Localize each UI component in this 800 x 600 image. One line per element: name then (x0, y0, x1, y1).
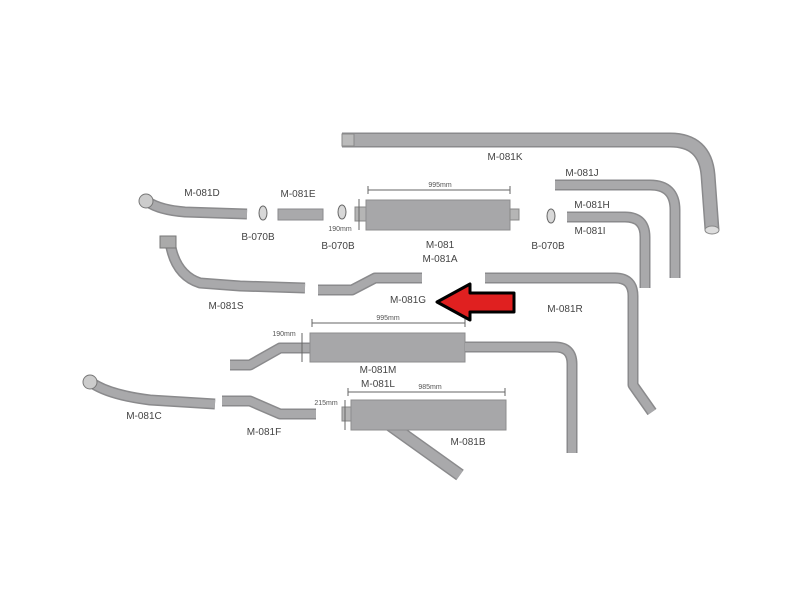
label-m-081l: M-081L (361, 379, 395, 390)
pipe-m-081g (318, 272, 422, 296)
label-m-081s: M-081S (208, 301, 243, 312)
pipe-m-081f (222, 395, 316, 420)
pipe-m-081r (485, 272, 657, 416)
dim-b-length: 985mm (418, 384, 442, 391)
clamp-1 (258, 205, 268, 221)
label-m-081: M-081 (426, 240, 455, 251)
label-m-081r: M-081R (547, 304, 583, 315)
muffler-m-081b (341, 388, 507, 481)
label-b-070b-3: B-070B (531, 241, 565, 252)
pipe-m-081c (82, 374, 216, 410)
label-m-081b: M-081B (450, 437, 485, 448)
pipe-m-081e (277, 208, 324, 221)
pipe-m-081h (567, 211, 651, 288)
label-m-081h: M-081H (574, 200, 610, 211)
muffler-m-081m (230, 319, 578, 453)
label-b-070b-1: B-070B (241, 232, 275, 243)
label-m-081i: M-081I (574, 226, 605, 237)
pipe-m-081s (159, 235, 306, 294)
clamp-3 (546, 208, 556, 224)
label-m-081c: M-081C (126, 411, 162, 422)
pipe-m-081j (555, 179, 681, 278)
label-m-081d: M-081D (184, 188, 220, 199)
label-m-081a: M-081A (422, 254, 457, 265)
dim-m-diameter: 190mm (272, 331, 296, 338)
dim-m-length: 995mm (376, 315, 400, 322)
highlight-arrow-icon (435, 282, 516, 322)
label-m-081f: M-081F (247, 427, 281, 438)
label-m-081k: M-081K (487, 152, 522, 163)
muffler-m-081 (354, 186, 520, 231)
pipe-m-081d (138, 193, 248, 220)
label-b-070b-2: B-070B (321, 241, 355, 252)
label-m-081j: M-081J (565, 168, 598, 179)
dim-top-length: 995mm (428, 182, 452, 189)
pipe-m-081k (341, 132, 720, 235)
dim-b-diameter: 215mm (314, 400, 338, 407)
label-m-081e: M-081E (280, 189, 315, 200)
label-m-081m: M-081M (360, 365, 397, 376)
dim-top-diameter: 190mm (328, 226, 352, 233)
label-m-081g: M-081G (390, 295, 426, 306)
clamp-2 (337, 204, 347, 220)
